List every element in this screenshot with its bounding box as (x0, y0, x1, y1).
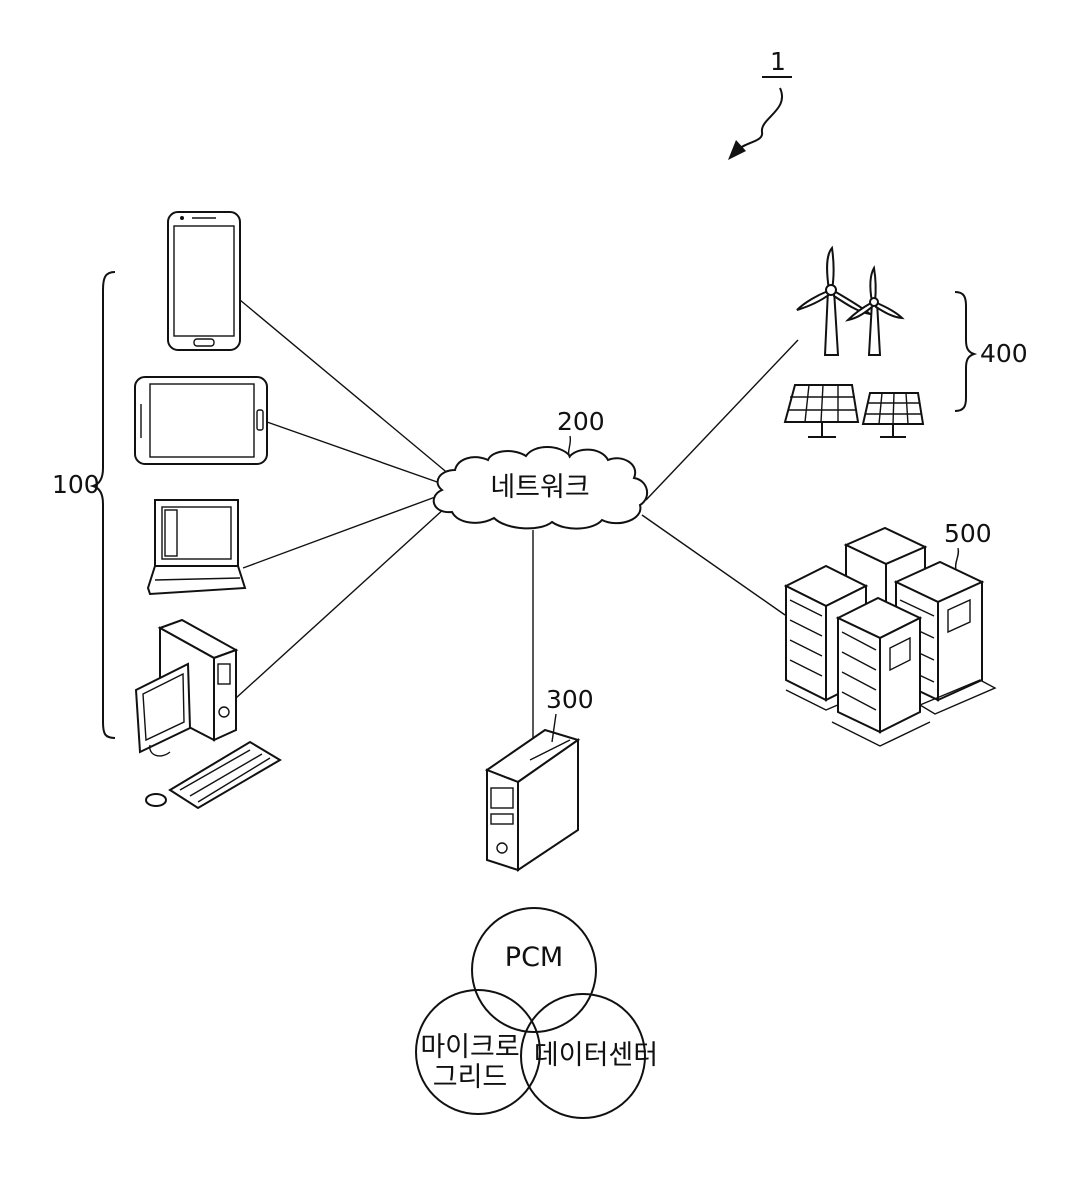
renewable-energy-group: 400 (955, 292, 1028, 411)
solar-panel-icon (863, 393, 923, 437)
venn-label-datacenter: 데이터센터 (534, 1040, 658, 1071)
arrowhead-icon (728, 140, 746, 160)
link-smartphone (240, 300, 450, 475)
venn-diagram: PCM 마이크로 그리드 데이터센터 (416, 908, 658, 1118)
venn-label-microgrid-line1: 마이크로 (420, 1032, 519, 1063)
server-rack-group: 500 (786, 519, 995, 746)
data-center-ref-leader (956, 548, 959, 570)
user-devices-bracket (93, 272, 115, 738)
venn-label-microgrid-line2: 그리드 (433, 1062, 508, 1093)
link-desktop (236, 508, 445, 698)
user-device-group: 100 (52, 272, 115, 738)
data-center-ref: 500 (944, 519, 992, 548)
control-server-ref: 300 (546, 685, 594, 714)
wind-turbine-icon (848, 268, 902, 355)
laptop-icon (148, 500, 245, 594)
link-laptop (243, 496, 438, 568)
wind-turbine-icon (797, 248, 870, 355)
link-tablet (267, 422, 440, 483)
server-tower-icon (487, 730, 578, 870)
smartphone-icon (168, 212, 240, 350)
link-datacenter (642, 515, 785, 615)
venn-label-pcm: PCM (505, 942, 563, 973)
figure-number: 1 (728, 47, 792, 160)
renewable-energy-ref: 400 (980, 339, 1028, 368)
tablet-icon (135, 377, 267, 464)
renewable-energy-bracket (955, 292, 974, 411)
desktop-computer-icon (136, 620, 280, 808)
solar-panel-icon (785, 385, 858, 437)
network-cloud: 네트워크 200 (434, 407, 647, 529)
user-devices-ref: 100 (52, 470, 100, 499)
network-label: 네트워크 (490, 472, 589, 503)
link-renewable (646, 340, 798, 500)
network-ref: 200 (557, 407, 605, 436)
figure-leader-arrow (738, 88, 782, 150)
server-rack-icon (832, 598, 930, 746)
figure-number-text: 1 (770, 47, 786, 76)
